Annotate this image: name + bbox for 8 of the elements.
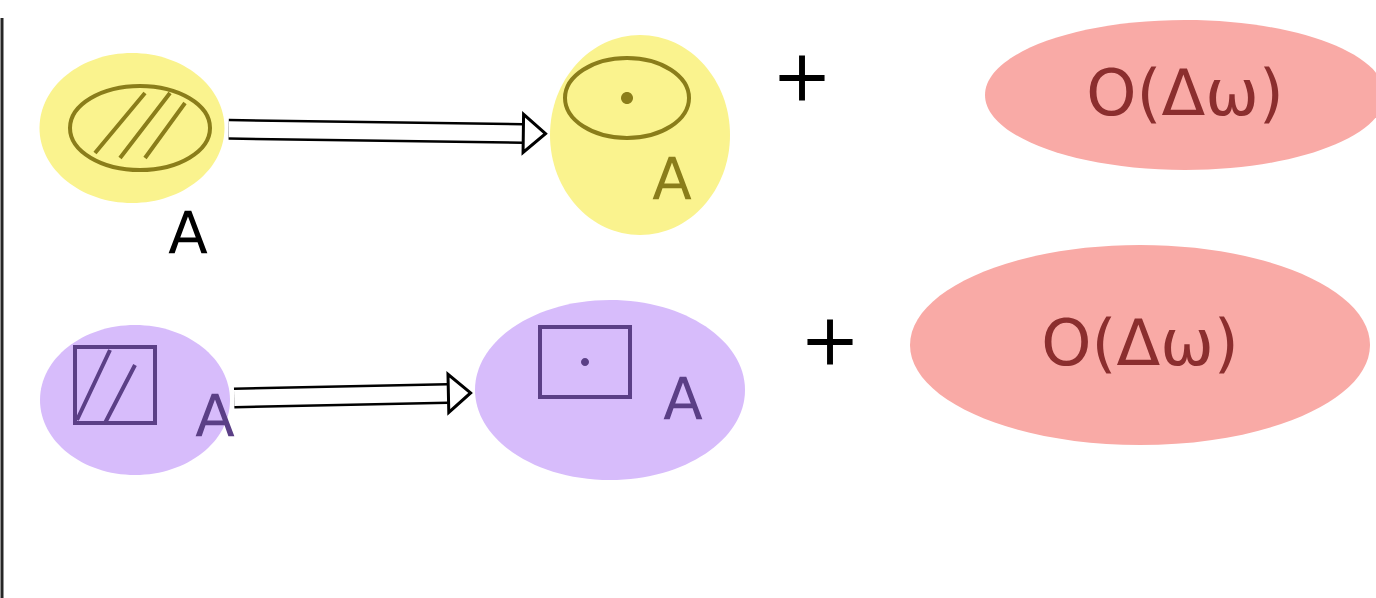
letter-label: A <box>652 156 692 200</box>
letter-label: A <box>195 393 235 437</box>
plus-sign: + <box>807 319 853 365</box>
letter-label: A <box>168 210 208 254</box>
highlight-blob: O(Δω) <box>910 245 1370 445</box>
plus-sign: + <box>779 55 825 101</box>
highlight-blob: O(Δω) <box>985 20 1376 170</box>
letter-label: A <box>663 376 703 420</box>
